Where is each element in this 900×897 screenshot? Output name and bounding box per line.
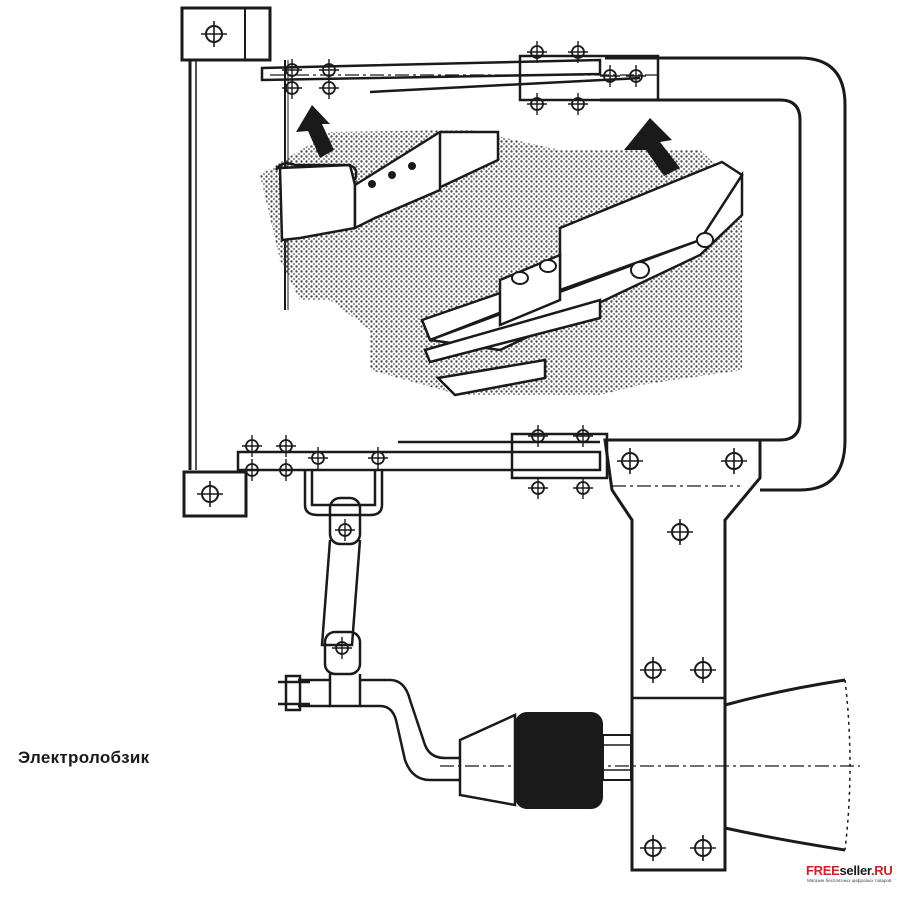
lower-arm-bolts [241, 424, 594, 500]
watermark-brand-dark: seller [839, 863, 871, 878]
drill-body [724, 678, 851, 852]
caption: Электролобзик [18, 748, 150, 767]
top-left-block [180, 6, 272, 62]
c-frame [188, 56, 847, 492]
bottom-left-block [182, 470, 248, 518]
plate-bolts [616, 447, 748, 862]
up-arrow-left [296, 105, 334, 158]
center-lines [270, 74, 860, 767]
up-arrow-right [624, 118, 680, 176]
watermark-brand-red: FREE [806, 863, 840, 878]
mounting-plate [603, 438, 762, 872]
detail-inset [260, 105, 744, 397]
connecting-rod [278, 470, 470, 782]
watermark-tagline: Магазин бесплатных цифровых товаров [807, 878, 892, 883]
drill-chuck [458, 712, 632, 809]
watermark: FREEseller.RU Магазин бесплатных цифровы… [806, 863, 893, 884]
watermark-brand-suffix: .RU [870, 863, 893, 878]
upper-arm [260, 54, 660, 102]
lower-arm [236, 432, 609, 480]
